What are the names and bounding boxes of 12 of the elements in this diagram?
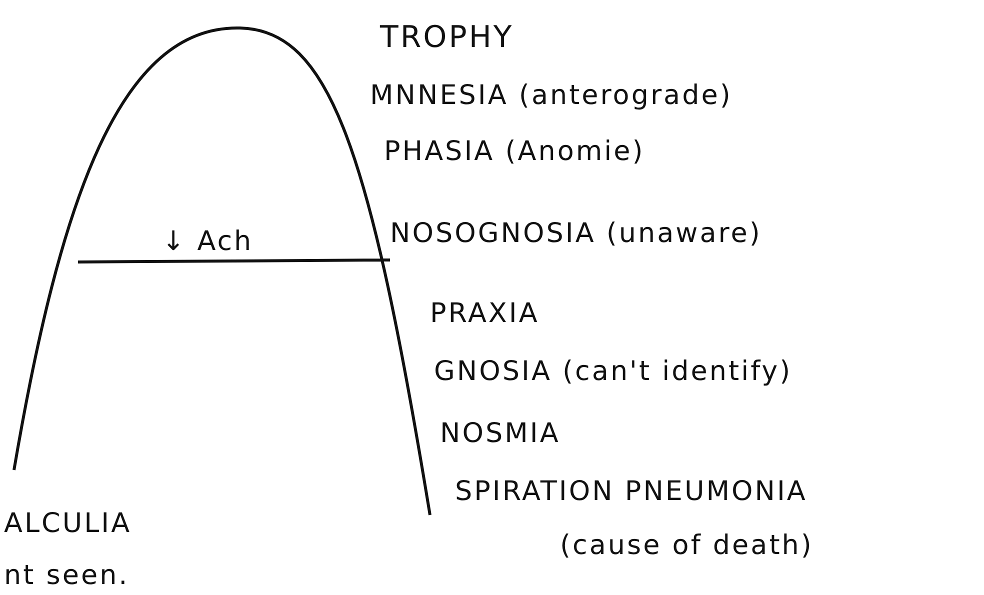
note-text: nt seen. bbox=[4, 560, 130, 591]
neurotransmitter-note: ↓ Ach bbox=[162, 226, 254, 257]
word-ending: TROPHY bbox=[380, 20, 514, 55]
word-ending-note: (cause of death) bbox=[560, 530, 814, 561]
word-ending: PHASIA (Anomie) bbox=[384, 136, 645, 167]
word-ending: SPIRATION PNEUMONIA bbox=[455, 476, 808, 507]
word-ending: NOSOGNOSIA (unaware) bbox=[390, 218, 762, 249]
word-ending: GNOSIA (can't identify) bbox=[434, 356, 792, 387]
word-ending: PRAXIA bbox=[430, 298, 540, 329]
word-ending: ALCULIA bbox=[4, 508, 132, 539]
word-ending: NOSMIA bbox=[440, 418, 560, 449]
word-ending: MNNESIA (anterograde) bbox=[370, 80, 732, 111]
